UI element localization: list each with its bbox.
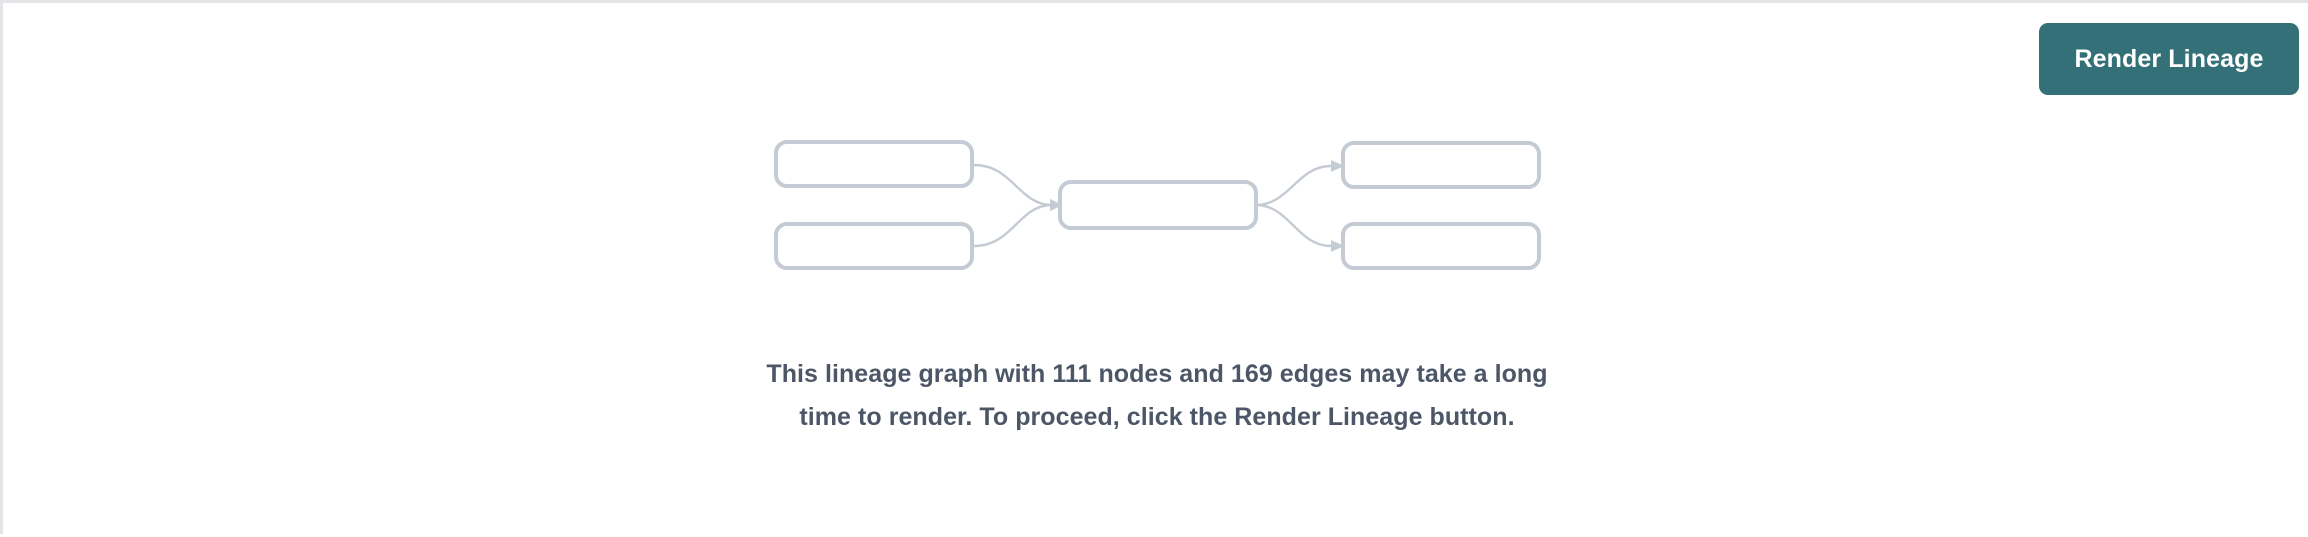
arrowhead-into-downstream-1 xyxy=(1331,160,1344,172)
lineage-node-focus xyxy=(1058,180,1258,230)
lineage-empty-state: This lineage graph with 111 nodes and 16… xyxy=(3,3,2308,537)
render-lineage-button[interactable]: Render Lineage xyxy=(2039,23,2299,95)
arrowhead-into-focus xyxy=(1050,199,1063,211)
lineage-graph-svg xyxy=(774,140,1541,270)
lineage-toolbar: Render Lineage xyxy=(3,3,2308,115)
lineage-node-group xyxy=(774,140,1541,270)
lineage-graph-illustration xyxy=(750,125,1568,290)
edge-focus-to-downstream-2 xyxy=(1257,203,1332,248)
lineage-node-upstream-2 xyxy=(774,222,974,270)
lineage-node-downstream-1 xyxy=(1341,141,1541,189)
lineage-node-upstream-1 xyxy=(774,140,974,188)
lineage-edge-group xyxy=(973,160,1344,252)
lineage-empty-message: This lineage graph with 111 nodes and 16… xyxy=(766,360,1548,431)
edge-focus-to-downstream-1 xyxy=(1257,164,1332,207)
lineage-node-downstream-2 xyxy=(1341,222,1541,270)
edge-upstream-2-to-focus xyxy=(973,203,1051,248)
arrowhead-into-downstream-2 xyxy=(1331,240,1344,252)
edge-upstream-1-to-focus xyxy=(973,163,1051,207)
